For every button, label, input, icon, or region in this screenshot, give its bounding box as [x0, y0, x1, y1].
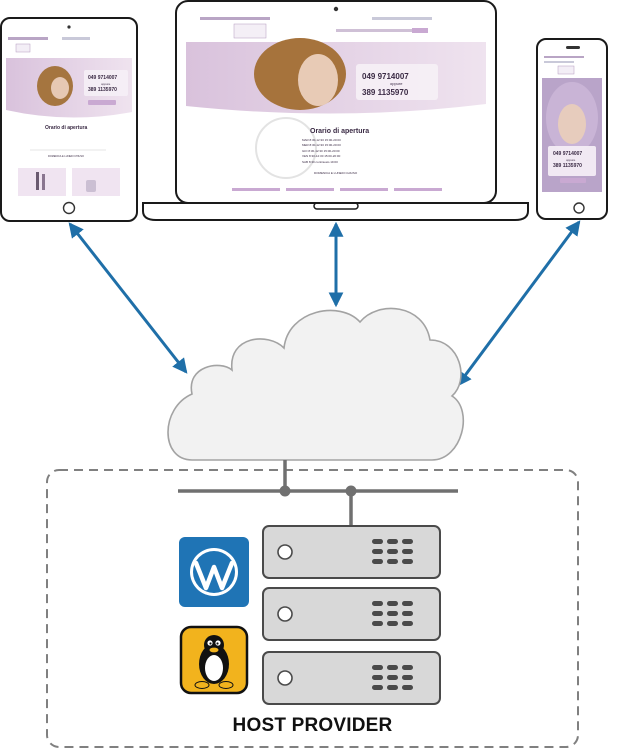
laptop-phone-connector: oppure	[390, 81, 403, 86]
linux-tux-icon	[179, 625, 249, 695]
laptop-device	[142, 0, 529, 221]
laptop-screen	[186, 16, 486, 198]
server-unit-3	[262, 651, 441, 705]
server-unit-1	[262, 525, 441, 579]
host-provider-boundary	[46, 469, 579, 748]
server-3-vents	[372, 665, 413, 690]
network-connection	[178, 460, 458, 526]
server-1-power-led	[277, 544, 293, 560]
phone-phone-connector: oppure	[566, 158, 576, 162]
laptop-hours-table: MAR 8:30-12:30 15:00-20:00 MER 8:30-12:3…	[302, 138, 341, 164]
server-2-vents	[372, 601, 413, 626]
server-2-power-led	[277, 606, 293, 622]
tablet-cloud-arrow	[68, 222, 188, 374]
laptop-phone-mobile: 389 1135970	[362, 88, 409, 97]
tablet-screen	[6, 34, 132, 198]
phone-phone-mobile: 389 1135970	[553, 163, 582, 169]
server-3-power-led	[277, 670, 293, 686]
phone-cloud-arrow	[456, 220, 581, 387]
internet-cloud-icon	[167, 307, 465, 461]
laptop-phone-main: 049 9714007	[362, 72, 409, 81]
server-unit-2	[262, 587, 441, 641]
phone-home-button	[573, 202, 585, 214]
tablet-phone-connector: oppure	[101, 82, 111, 86]
phone-device	[536, 38, 608, 220]
phone-phone-main: 049 9714007	[553, 151, 583, 157]
laptop-hours-closed: DOMENICA E LUNEDI CHIUSO	[314, 171, 358, 175]
wordpress-logo-icon	[179, 537, 249, 607]
tablet-hours-closed: DOMENICA E LUNEDI CHIUSO	[48, 155, 84, 158]
tablet-home-button	[62, 201, 76, 215]
tablet-hours-title: Orario di apertura	[45, 125, 88, 131]
tablet-device	[0, 17, 138, 222]
tablet-phone-main: 049 9714007	[88, 75, 118, 81]
laptop-hours-title: Orario di apertura	[310, 128, 370, 135]
server-1-vents	[372, 539, 413, 564]
phone-screen	[542, 53, 602, 198]
tablet-phone-mobile: 389 1135970	[88, 87, 117, 93]
host-provider-label: HOST PROVIDER	[232, 715, 393, 736]
